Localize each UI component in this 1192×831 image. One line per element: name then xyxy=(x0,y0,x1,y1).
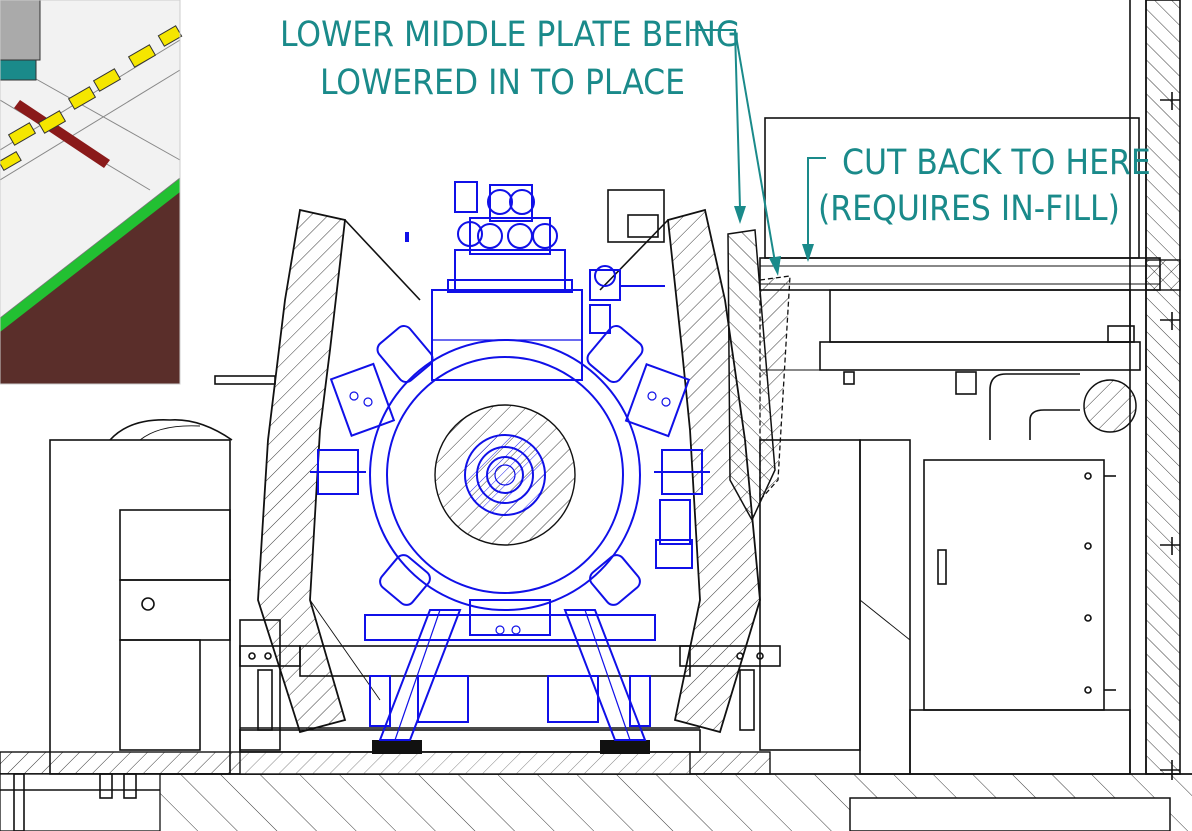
left-shield xyxy=(257,208,421,734)
plate-callout-line2: LOWERED IN TO PLACE xyxy=(320,63,685,103)
upper-right-platform xyxy=(759,117,1161,440)
right-wall xyxy=(1129,0,1181,780)
left-equipment xyxy=(49,375,301,775)
right-shield xyxy=(599,189,761,734)
cut-callout-line1: CUT BACK TO HERE xyxy=(842,143,1151,183)
floor-foundation xyxy=(0,751,1192,831)
plate-callout-line1: LOWER MIDDLE PLATE BEING xyxy=(280,15,740,55)
cryostat-assembly xyxy=(310,181,710,741)
right-cabinet xyxy=(859,439,1131,775)
isometric-floor-inset xyxy=(0,0,183,385)
callout-leaders xyxy=(690,29,826,276)
cross-beam xyxy=(239,645,701,754)
cut-callout-line2: (REQUIRES IN-FILL) xyxy=(818,189,1120,229)
lower-middle-plate xyxy=(727,229,791,522)
